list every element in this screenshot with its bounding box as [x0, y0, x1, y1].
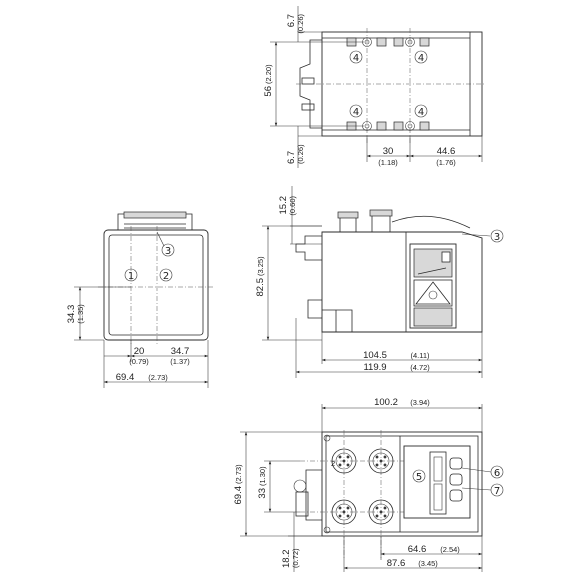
dim-18-2: 18.2 (0.72)	[281, 548, 300, 568]
dim-20-inch: (0.79)	[129, 357, 149, 366]
button-down	[449, 489, 463, 502]
dim-87-6: 87.6	[387, 558, 406, 569]
dim-6-7-bottom: 6.7 (0.26)	[286, 144, 305, 164]
dim-34-7-inch: (1.37)	[170, 357, 190, 366]
svg-text:1: 1	[128, 271, 134, 282]
dim-69-4-front: 69.4	[116, 372, 135, 383]
svg-text:4: 4	[418, 107, 424, 118]
front-view: 1 2 3 34.3 (1.35) 20 (0.79) 34.7 (1.37) …	[66, 211, 214, 388]
front-housing	[103, 229, 209, 341]
bottom-view: 2 5 6 7 100.2 (3.94) 69.4	[233, 397, 504, 572]
dim-33: 33 (1.30)	[257, 466, 268, 499]
m12-connector-2	[368, 448, 394, 474]
dim-56: 56 (2.20)	[263, 64, 274, 97]
connector-label: 2	[331, 459, 335, 468]
dim-100-2: 100.2	[374, 397, 398, 408]
svg-text:4: 4	[353, 53, 359, 64]
callout-4-top-right: 4	[414, 50, 428, 64]
dim-34-3: 34.3 (1.35)	[66, 304, 85, 324]
svg-text:34.3: 34.3	[66, 305, 77, 324]
dim-30: 30	[383, 146, 394, 157]
dim-100-2-inch: (3.94)	[410, 398, 430, 407]
svg-text:7: 7	[494, 486, 500, 497]
callout-3-front: 3	[161, 243, 175, 257]
svg-text:33: 33	[257, 488, 268, 499]
callout-7: 7	[490, 483, 504, 497]
m12-connector-3	[331, 499, 357, 525]
svg-text:(2.73): (2.73)	[234, 464, 243, 484]
dim-104-5: 104.5	[363, 350, 387, 361]
dim-82-5: 82.5 (3.25)	[255, 256, 266, 297]
svg-text:(0.60): (0.60)	[288, 195, 297, 215]
m12-connector-1	[331, 448, 357, 474]
dim-44-6: 44.6	[437, 146, 456, 157]
callout-4-bottom-left: 4	[349, 104, 363, 118]
button-up	[449, 457, 463, 470]
dim-64-6-inch: (2.54)	[440, 545, 460, 554]
svg-text:(3.25): (3.25)	[256, 256, 265, 276]
svg-text:3: 3	[494, 232, 500, 243]
side-view: 3 15.2 (0.60) 82.5 (3.25) 104.5 (4.11) 1…	[255, 186, 504, 378]
dim-87-6-inch: (3.45)	[418, 559, 438, 568]
dim-104-5-inch: (4.11)	[410, 351, 430, 360]
callout-3-side: 3	[490, 229, 504, 243]
dim-119-9: 119.9	[363, 362, 386, 373]
callout-4-bottom-right: 4	[414, 104, 428, 118]
svg-text:6: 6	[494, 468, 500, 479]
callout-6: 6	[490, 465, 504, 479]
dim-119-9-inch: (4.72)	[410, 363, 430, 372]
callout-5: 5	[412, 469, 426, 483]
svg-text:18.2: 18.2	[281, 550, 292, 569]
svg-text:3: 3	[165, 246, 171, 257]
dim-34-7: 34.7	[171, 346, 190, 357]
dim-6-7-top: 6.7 (0.26)	[286, 13, 305, 33]
callout-4-top-left: 4	[349, 50, 363, 64]
svg-text:(2.20): (2.20)	[264, 64, 273, 84]
dim-44-6-inch: (1.76)	[436, 158, 456, 167]
dim-69-4-front-inch: (2.73)	[148, 373, 168, 382]
svg-text:82.5: 82.5	[255, 278, 266, 297]
side-housing	[321, 231, 483, 333]
callout-2-front: 2	[159, 268, 173, 282]
dim-15-2: 15.2 (0.60)	[278, 195, 297, 215]
svg-text:6.7: 6.7	[286, 151, 297, 164]
top-view: 4 4 4 4 56 (2.20) 6.7 (0.26) 6.	[263, 6, 486, 168]
svg-text:2: 2	[163, 271, 169, 282]
svg-text:56: 56	[263, 86, 274, 97]
svg-text:(1.35): (1.35)	[76, 304, 85, 324]
svg-text:69.4: 69.4	[233, 486, 244, 505]
svg-text:6.7: 6.7	[286, 14, 297, 27]
button-enter	[449, 473, 463, 486]
svg-text:(1.30): (1.30)	[258, 466, 267, 486]
top-mount-bracket	[299, 39, 322, 129]
callout-1-front: 1	[124, 268, 138, 282]
m12-connector-4	[368, 499, 394, 525]
dim-64-6: 64.6	[408, 544, 427, 555]
svg-text:4: 4	[353, 107, 359, 118]
svg-text:15.2: 15.2	[278, 196, 289, 215]
svg-text:(0.26): (0.26)	[296, 144, 305, 164]
dim-20: 20	[134, 346, 145, 357]
svg-text:5: 5	[416, 472, 422, 483]
svg-text:(0.72): (0.72)	[291, 548, 300, 568]
dim-30-inch: (1.18)	[378, 158, 398, 167]
warning-triangle-icon	[415, 281, 451, 305]
svg-text:4: 4	[418, 53, 424, 64]
dim-69-4-bottom: 69.4 (2.73)	[233, 464, 244, 505]
svg-text:(0.26): (0.26)	[296, 13, 305, 33]
